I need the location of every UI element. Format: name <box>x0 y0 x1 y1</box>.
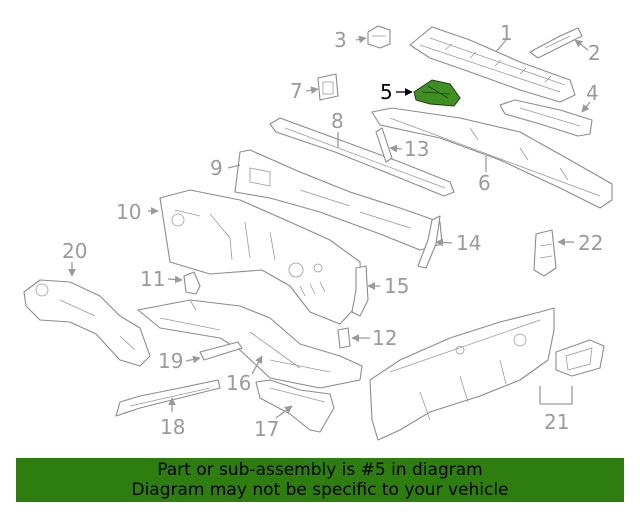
part-4-panel[interactable] <box>499 99 593 137</box>
callout-21: 21 <box>544 410 569 434</box>
banner-line-2: Diagram may not be specific to your vehi… <box>131 480 509 500</box>
callout-5-highlighted: 5 <box>380 80 393 104</box>
parts-diagram: 1 2 3 4 5 6 7 8 9 10 11 12 13 14 15 16 1… <box>23 21 613 441</box>
callout-12: 12 <box>372 326 397 350</box>
part-22-bracket[interactable] <box>533 229 557 277</box>
part-8-brace[interactable] <box>269 117 455 197</box>
part-20-side-frame[interactable] <box>23 279 151 367</box>
part-14-brace[interactable] <box>417 215 441 269</box>
part-7-grommet[interactable] <box>317 73 339 101</box>
part-13-strip[interactable] <box>375 127 393 163</box>
part-16-floor-panel[interactable] <box>137 299 363 389</box>
info-banner: Part or sub-assembly is #5 in diagram Di… <box>16 458 624 502</box>
part-12-plate[interactable] <box>337 327 351 349</box>
callout-labels: 1 2 3 4 5 6 7 8 9 10 11 12 13 14 15 16 1… <box>62 21 603 441</box>
part-17-tunnel-brace[interactable] <box>255 379 335 433</box>
callout-20: 20 <box>62 239 87 263</box>
part-21-dash-assembly[interactable] <box>369 307 605 441</box>
callout-8: 8 <box>331 109 344 133</box>
callout-18: 18 <box>160 415 185 439</box>
part-10-dash-panel[interactable] <box>159 189 363 325</box>
callout-7: 7 <box>290 79 303 103</box>
banner-line-1: Part or sub-assembly is #5 in diagram <box>157 460 483 480</box>
part-18-rail[interactable] <box>115 379 221 417</box>
callout-10: 10 <box>116 200 141 224</box>
part-15-reinforcement[interactable] <box>351 265 369 317</box>
callout-9: 9 <box>210 156 223 180</box>
callout-13: 13 <box>404 137 429 161</box>
part-11-bracket[interactable] <box>183 271 201 295</box>
part-1-cowl-grille[interactable] <box>409 26 576 103</box>
callout-11: 11 <box>140 267 165 291</box>
part-19-bar[interactable] <box>199 341 243 361</box>
callout-6: 6 <box>478 171 491 195</box>
callout-15: 15 <box>384 274 409 298</box>
part-5-highlighted[interactable] <box>413 79 461 107</box>
callout-19: 19 <box>158 349 183 373</box>
callout-3: 3 <box>334 28 347 52</box>
part-6-cowl-panel[interactable] <box>371 107 613 209</box>
callout-14: 14 <box>456 231 481 255</box>
callout-22: 22 <box>578 231 603 255</box>
callout-4: 4 <box>586 81 599 105</box>
callout-1: 1 <box>500 21 513 45</box>
callout-16: 16 <box>226 371 251 395</box>
leader-lines <box>68 35 591 419</box>
callout-17: 17 <box>254 417 279 441</box>
part-3-clip[interactable] <box>367 25 391 49</box>
part-2-bracket[interactable] <box>529 27 583 59</box>
callout-2: 2 <box>588 41 601 65</box>
